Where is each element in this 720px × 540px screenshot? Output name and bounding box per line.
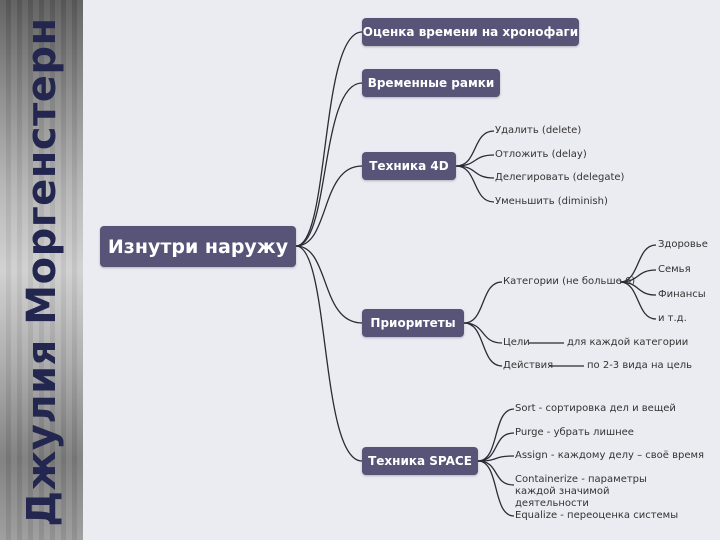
leaf-priorities-actions: Действия xyxy=(503,360,554,371)
connector-space-3 xyxy=(477,455,515,462)
leaf-4d-delegate: Делегировать (delegate) xyxy=(495,172,625,183)
sidebar-photo-strip xyxy=(0,0,83,540)
leaf-category-finance: Финансы xyxy=(658,289,706,300)
root-node[interactable]: Изнутри наружу xyxy=(100,226,296,267)
leaf-goals-value: для каждой категории xyxy=(567,337,689,348)
connector-root-b2 xyxy=(295,82,363,247)
sidebar-title: Джулия Моргенстерн xyxy=(19,17,65,527)
branch-node-technique-space[interactable]: Техника SPACE xyxy=(362,447,478,475)
leaf-space-sort: Sort - сортировка дел и вещей xyxy=(515,403,676,414)
leaf-space-purge: Purge - убрать лишнее xyxy=(515,427,634,438)
connector-pr-goals xyxy=(463,322,503,344)
connector-root-b5 xyxy=(295,245,363,462)
branch-node-time-frames[interactable]: Временные рамки xyxy=(362,69,500,97)
leaf-space-equalize: Equalize - переоценка системы xyxy=(515,510,679,521)
leaf-space-assign: Assign - каждому делу – своё время xyxy=(515,450,705,461)
connector-space-5 xyxy=(477,460,515,517)
connector-root-b3 xyxy=(295,165,363,247)
leaf-priorities-categories: Категории (не больше 6) xyxy=(503,276,636,287)
connector-pr-actions xyxy=(463,322,503,367)
leaf-category-family: Семья xyxy=(658,264,691,275)
connector-cat-4 xyxy=(619,281,657,320)
leaf-priorities-goals: Цели xyxy=(503,337,530,348)
branch-node-chronophages[interactable]: Оценка времени на хронофаги xyxy=(362,18,579,46)
leaf-4d-diminish: Уменьшить (diminish) xyxy=(495,196,608,207)
connector-4d-1 xyxy=(455,130,495,167)
connector-pr-cat xyxy=(463,281,503,324)
leaf-actions-value: по 2-3 вида на цель xyxy=(587,360,693,371)
leaf-category-etc: и т.д. xyxy=(658,313,687,324)
connector-space-1 xyxy=(477,408,515,462)
connector-space-4 xyxy=(477,460,515,486)
branch-node-technique-4d[interactable]: Техника 4D xyxy=(362,152,456,180)
leaf-4d-delay: Отложить (delay) xyxy=(495,149,587,160)
connector-cat-1 xyxy=(619,244,657,283)
branch-node-priorities[interactable]: Приоритеты xyxy=(362,309,464,337)
leaf-4d-delete: Удалить (delete) xyxy=(495,125,582,136)
connector-4d-3 xyxy=(455,165,495,179)
leaf-category-health: Здоровье xyxy=(658,239,708,250)
connector-root-b4 xyxy=(295,245,363,324)
connector-4d-4 xyxy=(455,165,495,203)
connector-root-b1 xyxy=(295,31,363,247)
leaf-space-containerize: Containerize - параметры каждой значимой… xyxy=(515,474,647,509)
